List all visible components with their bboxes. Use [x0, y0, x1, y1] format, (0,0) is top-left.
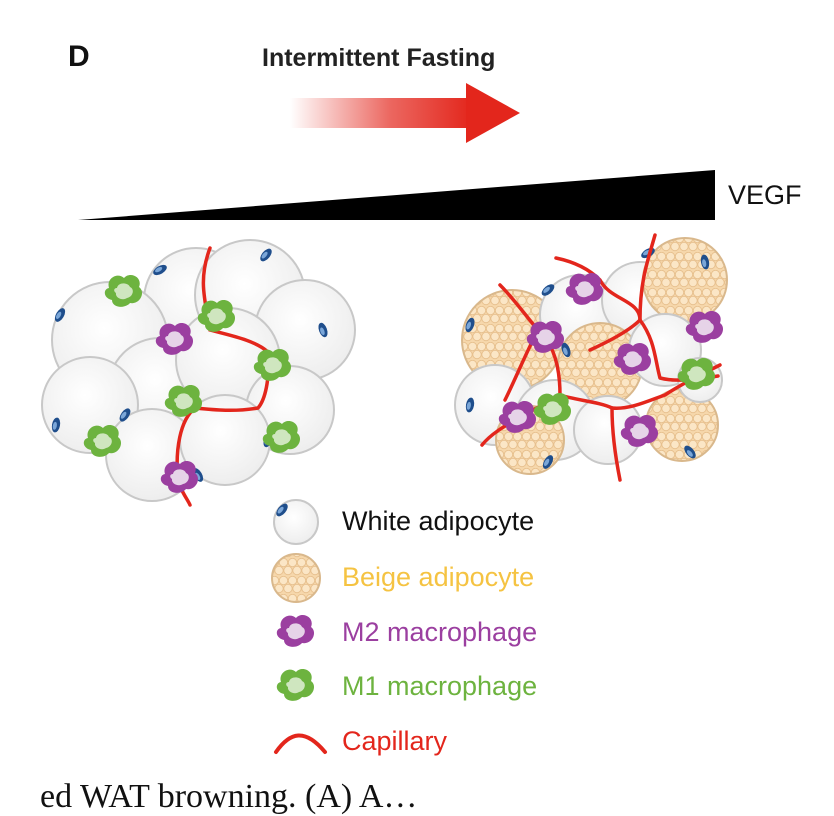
legend-label-beige-adipocyte: Beige adipocyte	[342, 562, 535, 592]
fasting-arrow	[290, 83, 520, 143]
legend-label-capillary: Capillary	[342, 726, 448, 756]
beige-adipocyte-icon	[271, 553, 321, 603]
capillary-icon	[274, 733, 327, 754]
vegf-label: VEGF	[728, 180, 802, 210]
white-adipose-tissue	[41, 239, 356, 507]
fasting-label: Intermittent Fasting	[262, 44, 496, 72]
m2-macrophage-icon	[276, 614, 315, 647]
legend-label-m1-macrophage: M1 macrophage	[342, 671, 538, 701]
legend-label-m2-macrophage: M2 macrophage	[342, 617, 538, 647]
legend-label-white-adipocyte: White adipocyte	[342, 506, 535, 536]
beige-adipose-tissue	[454, 233, 728, 482]
vegf-gradient-wedge	[78, 170, 715, 220]
m1-macrophage-icon	[276, 668, 315, 701]
panel-letter: D	[68, 40, 90, 73]
figure-caption-fragment: ed WAT browning. (A) A…	[40, 778, 418, 815]
white-adipocyte-icon	[273, 499, 319, 545]
